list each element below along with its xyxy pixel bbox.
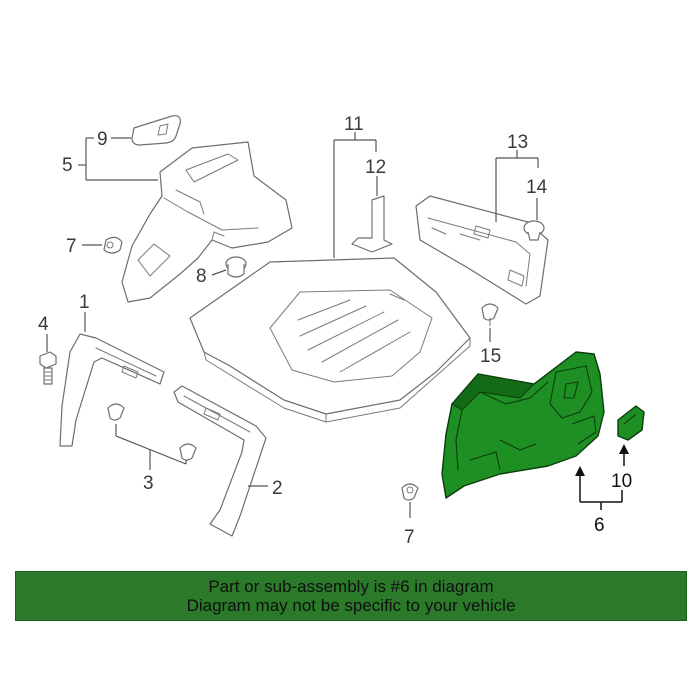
part-1-trim-strip	[59, 333, 165, 447]
callout-8: 8	[196, 266, 207, 287]
callout-12: 12	[365, 157, 386, 178]
part-2-pillar-trim	[173, 385, 267, 537]
callout-7-lower: 7	[404, 527, 415, 548]
part-14-clip	[523, 220, 545, 241]
part-12-bracket	[351, 195, 393, 253]
callout-10: 10	[611, 471, 632, 492]
part-13-sill-plate	[415, 195, 549, 305]
banner-line-2: Diagram may not be specific to your vehi…	[186, 596, 516, 615]
callout-5: 5	[62, 155, 73, 176]
callout-2: 2	[272, 478, 283, 499]
callout-13: 13	[507, 132, 528, 153]
callout-5-leader	[78, 137, 158, 181]
part-15-clip	[481, 303, 499, 327]
part-6-trunk-side-trim	[441, 351, 605, 499]
callout-10-leader	[619, 444, 629, 466]
callout-11-leader	[333, 132, 377, 258]
info-banner: Part or sub-assembly is #6 in diagram Di…	[15, 571, 687, 621]
arrow-10	[619, 444, 629, 454]
callout-15: 15	[480, 346, 501, 367]
callout-7-upper: 7	[66, 236, 77, 257]
callout-14: 14	[526, 177, 548, 198]
part-11-floor-board	[189, 257, 471, 423]
arrow-6-left	[575, 466, 585, 476]
part-7-clip-upper	[103, 236, 123, 254]
callout-6: 6	[594, 515, 605, 536]
callout-4: 4	[38, 314, 49, 335]
part-3-clips	[107, 403, 197, 461]
part-4-bolt	[39, 351, 57, 385]
callout-8-leader	[211, 269, 227, 276]
part-8-grommet	[225, 256, 247, 278]
part-5-upper-trim	[121, 141, 293, 303]
banner-line-1: Part or sub-assembly is #6 in diagram	[208, 577, 494, 596]
part-7-clip-lower	[401, 483, 419, 501]
callout-3-leader	[115, 424, 187, 470]
callout-13-leader	[495, 150, 539, 222]
callout-1: 1	[79, 292, 90, 313]
callout-3: 3	[143, 473, 154, 494]
part-10-cover	[617, 405, 645, 441]
part-9-cap	[131, 115, 181, 146]
callout-6-leader	[575, 466, 623, 510]
callout-11: 11	[344, 114, 364, 135]
callout-9: 9	[97, 129, 108, 150]
